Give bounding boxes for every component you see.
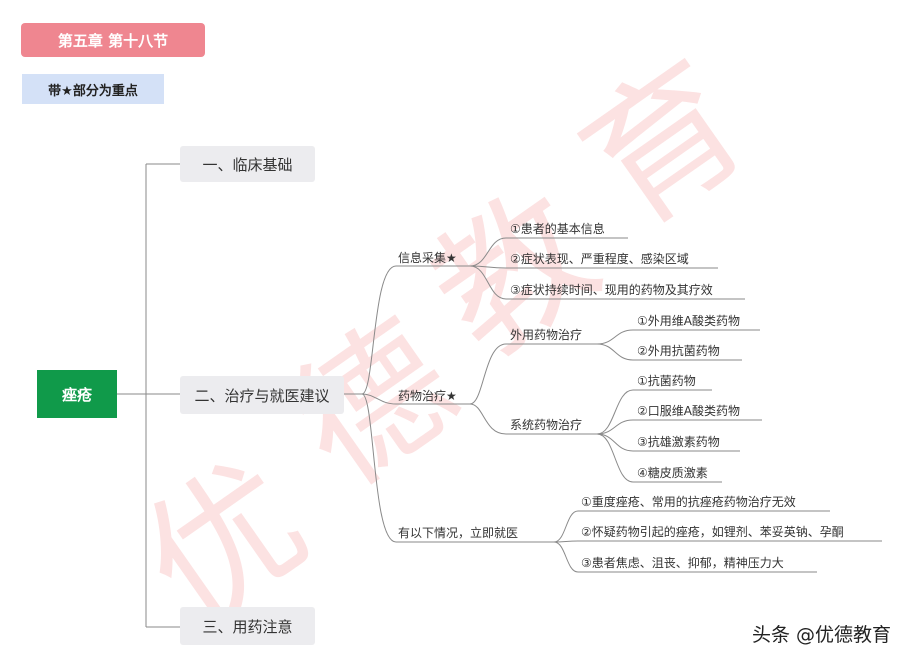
branch-clinical-basis[interactable]: 一、临床基础 — [180, 146, 315, 182]
key-note: 带★部分为重点 — [22, 74, 164, 104]
credit-text: 头条 @优德教育 — [751, 624, 891, 646]
info-item-2: ②症状表现、严重程度、感染区域 — [510, 252, 689, 266]
chapter-badge: 第五章 第十八节 — [21, 23, 205, 57]
systemic-item-4: ④糖皮质激素 — [637, 466, 708, 480]
node-external-drugs[interactable]: 外用药物治疗 — [510, 328, 583, 342]
doctor-item-3: ③患者焦虑、沮丧、抑郁，精神压力大 — [581, 556, 784, 570]
link-info — [361, 265, 397, 395]
link-info-2 — [469, 265, 507, 269]
systemic-item-1: ①抗菌药物 — [637, 374, 696, 388]
info-item-3: ③症状持续时间、现用的药物及其疗效 — [510, 283, 713, 297]
link-drug — [361, 393, 397, 405]
systemic-item-2: ②口服维A酸类药物 — [637, 404, 740, 418]
root-node[interactable]: 痤疮 — [37, 370, 117, 418]
doctor-item-1: ①重度痤疮、常用的抗痤疮药物治疗无效 — [581, 495, 796, 509]
branch-medication-notes[interactable]: 三、用药注意 — [180, 607, 315, 645]
link-info-3 — [469, 265, 507, 300]
node-drug-treatment[interactable]: 药物治疗★ — [398, 389, 457, 403]
systemic-item-3: ③抗雄激素药物 — [637, 435, 720, 449]
node-systemic-drugs[interactable]: 系统药物治疗 — [510, 418, 583, 432]
link-info-1 — [469, 237, 507, 267]
info-item-1: ①患者的基本信息 — [510, 222, 605, 236]
link-doctor — [361, 393, 397, 543]
node-info-collection[interactable]: 信息采集★ — [398, 251, 457, 265]
node-see-doctor[interactable]: 有以下情况，立即就医 — [398, 526, 519, 540]
external-item-1: ①外用维A酸类药物 — [637, 314, 740, 328]
external-item-2: ②外用抗菌药物 — [637, 344, 720, 358]
link-systemic — [469, 403, 507, 435]
doctor-item-2: ②怀疑药物引起的痤疮，如锂剂、苯妥英钠、孕酮 — [581, 525, 844, 539]
branch-treatment-advice[interactable]: 二、治疗与就医建议 — [180, 376, 344, 414]
link-external — [469, 343, 507, 405]
